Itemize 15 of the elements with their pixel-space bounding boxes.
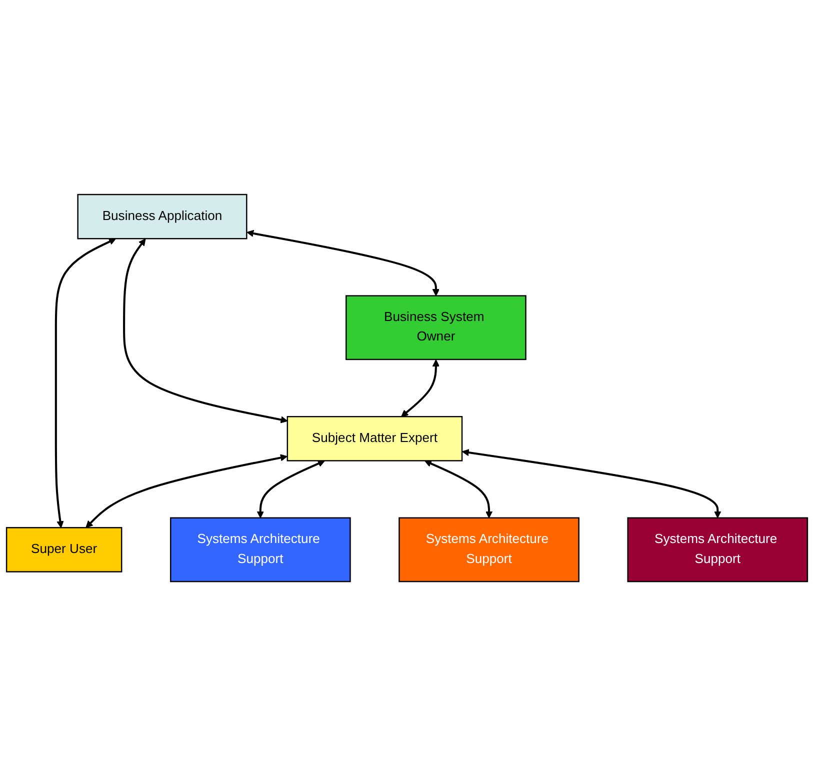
arrow <box>86 454 288 528</box>
arrow <box>123 238 288 424</box>
node-box: Subject Matter Expert <box>286 416 463 462</box>
node-box: Business Application <box>77 194 248 240</box>
node-box: Super User <box>6 527 122 572</box>
arrow <box>256 460 325 518</box>
node-box: Systems Architecture Support <box>398 517 580 582</box>
arrow <box>54 238 116 528</box>
node-box: Business System Owner <box>346 295 526 360</box>
node-box: Systems Architecture Support <box>627 517 808 582</box>
node-box: Systems Architecture Support <box>170 517 351 582</box>
arrow <box>424 460 493 518</box>
arrow <box>462 448 722 518</box>
arrow <box>246 230 440 296</box>
arrow <box>401 359 440 417</box>
